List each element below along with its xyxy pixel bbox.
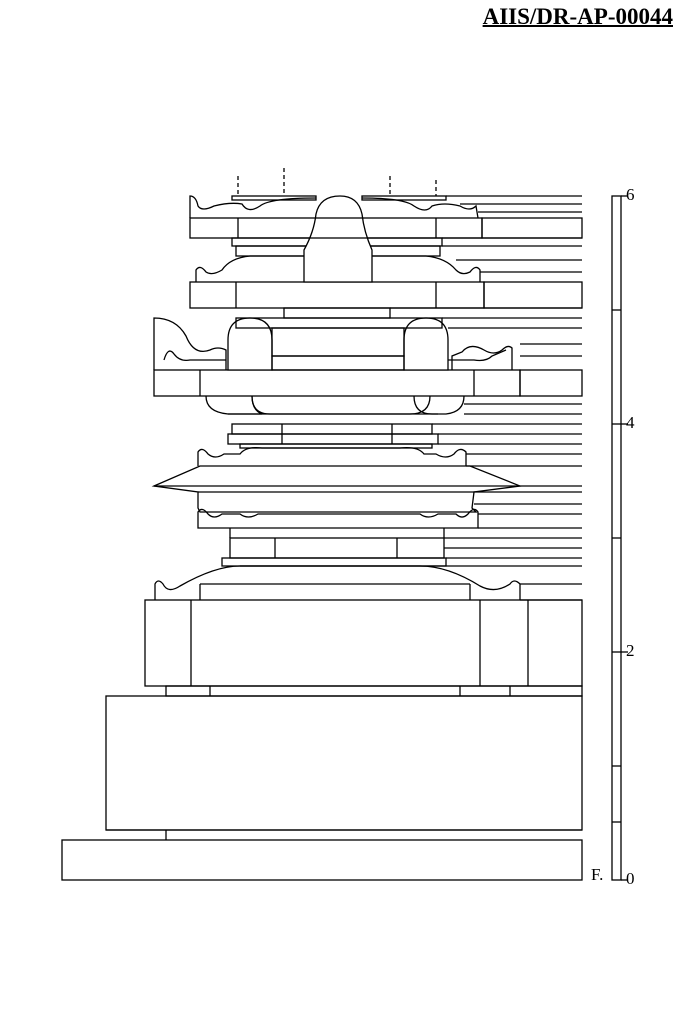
cornice-lower xyxy=(154,565,582,601)
scale-tick-label: 0 xyxy=(626,869,635,888)
neck-second xyxy=(227,423,582,445)
neck-lower xyxy=(221,537,582,567)
tier-top-slab xyxy=(189,217,583,239)
eave-wide xyxy=(151,465,582,513)
tier-two-parapet xyxy=(195,237,582,282)
scale-tick-label: 2 xyxy=(626,641,635,660)
tier-three-slab xyxy=(153,369,583,397)
scale-bar xyxy=(611,195,628,881)
cornice-second xyxy=(197,508,582,538)
floor-label: F. xyxy=(591,865,603,884)
wall-stage xyxy=(144,599,583,687)
finial-markers xyxy=(237,168,437,196)
scale-tick-label: 4 xyxy=(626,413,635,432)
plinth-base xyxy=(61,839,583,881)
left-shala-dome xyxy=(227,317,273,371)
adhishthana-block xyxy=(105,695,583,831)
tier-top-parapet xyxy=(189,195,582,219)
cornice-third xyxy=(197,443,582,467)
scale-tick-label: 6 xyxy=(626,185,635,204)
tier-two-slab xyxy=(189,281,583,319)
wall-base-band xyxy=(165,685,583,697)
tier-brackets xyxy=(205,395,582,415)
drawing-code: AIIS/DR-AP-00044 xyxy=(482,4,673,29)
central-sukanasa xyxy=(303,195,373,283)
tier-three-parapet xyxy=(153,317,582,371)
